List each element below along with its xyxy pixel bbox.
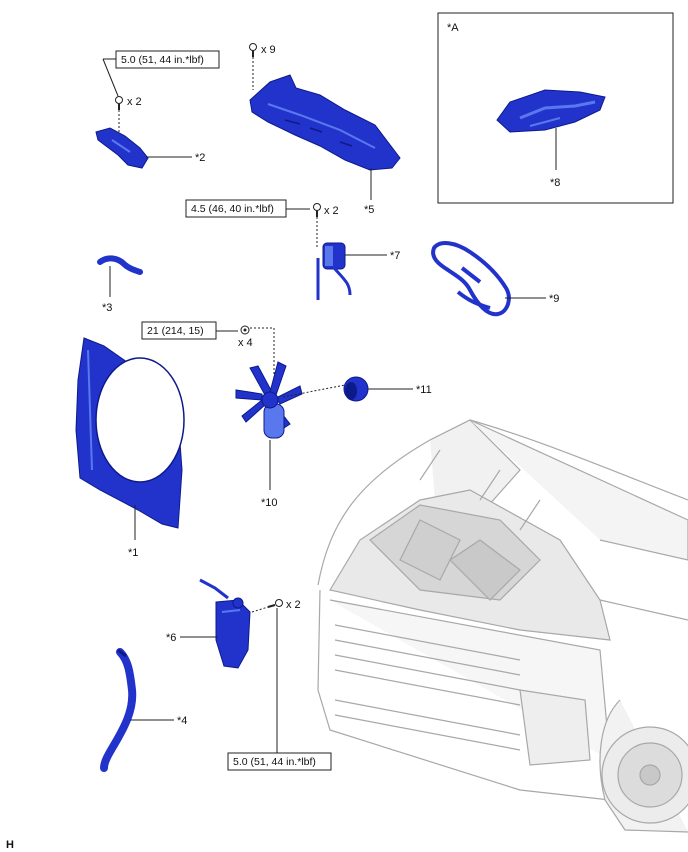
hose-part-4 — [100, 648, 137, 772]
torque-callout-3: 21 (214, 15) — [141, 321, 238, 340]
qty-1: x 2 — [127, 96, 142, 108]
svg-text:5.0 (51, 44 in.*lbf): 5.0 (51, 44 in.*lbf) — [233, 756, 316, 768]
pulley-part-11 — [343, 376, 369, 402]
coolant-reservoir-part-6 — [199, 578, 251, 669]
bolt-icon — [267, 599, 283, 608]
label-part-9: *9 — [549, 293, 559, 305]
bolt-icon — [115, 96, 123, 110]
bolt-icon — [249, 43, 257, 57]
torque-callout-2: 4.5 (46, 40 in.*lbf) — [185, 199, 310, 218]
fan-part-10 — [235, 361, 303, 439]
qty-5: x 2 — [286, 599, 301, 611]
svg-text:4.5 (46, 40 in.*lbf): 4.5 (46, 40 in.*lbf) — [191, 203, 274, 215]
upper-seal-part-5 — [249, 74, 401, 171]
label-part-7: *7 — [390, 250, 400, 262]
qty-3: x 2 — [324, 205, 339, 217]
label-part-4: *4 — [177, 715, 187, 727]
qty-4: x 4 — [238, 337, 253, 349]
label-part-5: *5 — [364, 204, 374, 216]
fan-shroud-part-1 — [75, 337, 185, 529]
label-part-6: *6 — [166, 632, 176, 644]
nut-icon — [240, 325, 250, 335]
label-part-10: *10 — [261, 497, 278, 509]
label-part-1: *1 — [128, 547, 138, 559]
hose-part-3 — [97, 255, 143, 275]
svg-text:21 (214, 15): 21 (214, 15) — [147, 325, 204, 337]
label-part-3: *3 — [102, 302, 112, 314]
label-part-8: *8 — [550, 177, 560, 189]
qty-2: x 9 — [261, 44, 276, 56]
label-part-11: *11 — [416, 384, 432, 396]
belt-part-9 — [431, 241, 511, 317]
corner-letter: H — [6, 839, 14, 851]
torque-callout-4: 5.0 (51, 44 in.*lbf) — [227, 752, 332, 771]
torque-callout-1: 5.0 (51, 44 in.*lbf) — [102, 50, 220, 97]
svg-text:5.0 (51, 44 in.*lbf): 5.0 (51, 44 in.*lbf) — [121, 54, 204, 66]
engine-cover-part-8 — [496, 89, 606, 133]
reservoir-part-7 — [316, 242, 352, 300]
label-part-2: *2 — [195, 152, 205, 164]
inset-view-a: *A *8 — [437, 12, 674, 204]
bolt-icon — [313, 203, 321, 217]
bracket-part-2 — [95, 127, 149, 169]
inset-label: *A — [447, 22, 459, 34]
vehicle-front-illustration — [317, 419, 688, 833]
